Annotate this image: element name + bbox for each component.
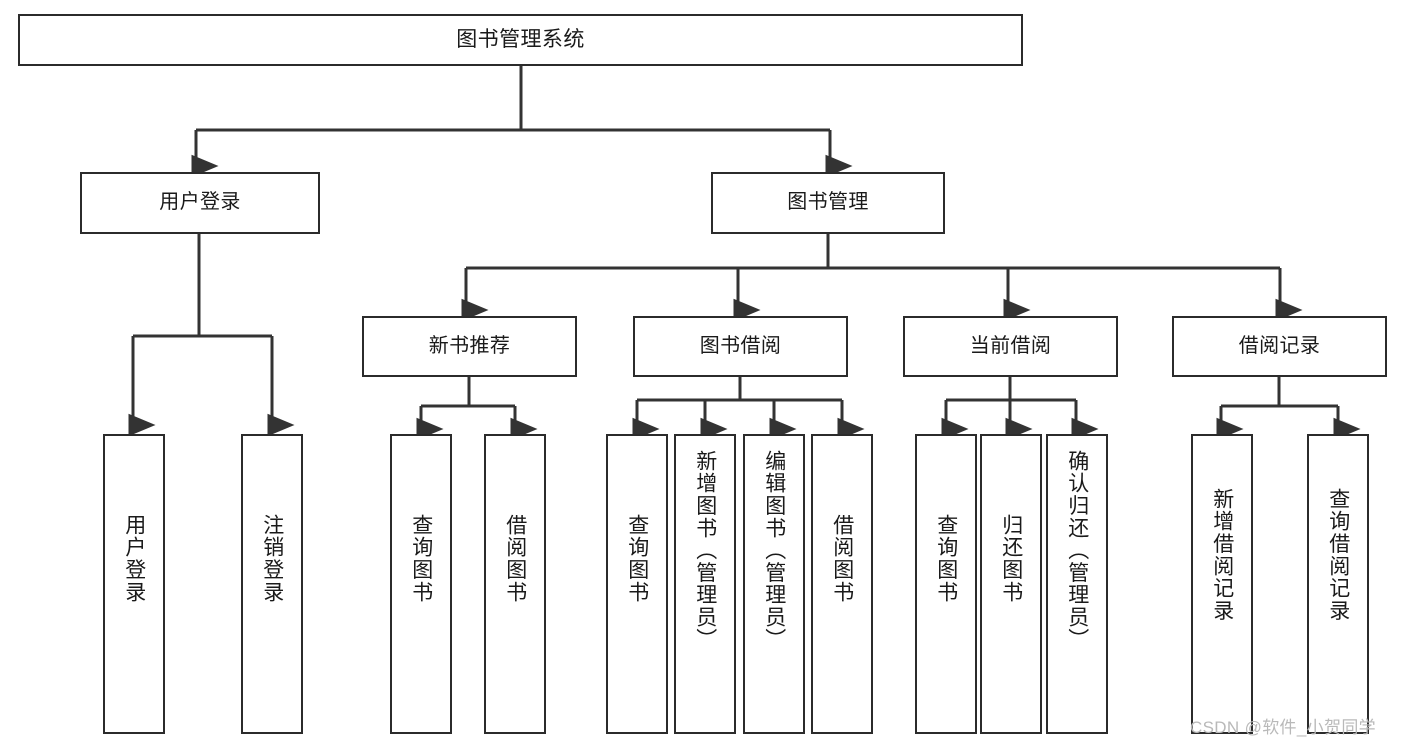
node-book-management[interactable]: 图书管理	[711, 172, 945, 234]
node-current-borrow[interactable]: 当前借阅	[903, 316, 1118, 377]
node-leaf-logout-login-label: 注销登录	[260, 514, 284, 604]
node-leaf-query-book-3[interactable]: 查询图书	[915, 434, 977, 734]
node-leaf-return-book[interactable]: 归还图书	[980, 434, 1042, 734]
node-leaf-borrow-book-2-label: 借阅图书	[830, 514, 854, 604]
node-leaf-borrow-book-2[interactable]: 借阅图书	[811, 434, 873, 734]
node-leaf-logout-login[interactable]: 注销登录	[241, 434, 303, 734]
node-leaf-add-record-label: 新增借阅记录	[1210, 488, 1234, 622]
node-leaf-confirm-return-label: 确认归还（管理员）	[1065, 450, 1089, 651]
node-leaf-query-record[interactable]: 查询借阅记录	[1307, 434, 1369, 734]
node-leaf-edit-book-label: 编辑图书（管理员）	[762, 450, 786, 651]
node-leaf-add-record[interactable]: 新增借阅记录	[1191, 434, 1253, 734]
node-leaf-edit-book[interactable]: 编辑图书（管理员）	[743, 434, 805, 734]
node-leaf-add-book-label: 新增图书（管理员）	[693, 450, 717, 651]
node-new-book-recommend[interactable]: 新书推荐	[362, 316, 577, 377]
node-leaf-confirm-return[interactable]: 确认归还（管理员）	[1046, 434, 1108, 734]
node-leaf-query-book-1-label: 查询图书	[409, 514, 433, 604]
node-leaf-user-login[interactable]: 用户登录	[103, 434, 165, 734]
node-borrow-record[interactable]: 借阅记录	[1172, 316, 1387, 377]
node-leaf-query-book-1[interactable]: 查询图书	[390, 434, 452, 734]
node-new-book-recommend-label: 新书推荐	[428, 334, 511, 357]
node-book-management-label: 图书管理	[787, 191, 869, 214]
node-book-borrow[interactable]: 图书借阅	[633, 316, 848, 377]
node-book-borrow-label: 图书借阅	[699, 334, 782, 357]
node-root[interactable]: 图书管理系统	[18, 14, 1023, 66]
node-user-login-label: 用户登录	[159, 191, 241, 214]
node-leaf-query-book-2-label: 查询图书	[625, 514, 649, 604]
node-current-borrow-label: 当前借阅	[969, 334, 1052, 357]
node-leaf-query-book-3-label: 查询图书	[934, 514, 958, 604]
node-leaf-add-book[interactable]: 新增图书（管理员）	[674, 434, 736, 734]
node-leaf-user-login-label: 用户登录	[122, 514, 146, 604]
node-leaf-return-book-label: 归还图书	[999, 514, 1023, 604]
node-user-login[interactable]: 用户登录	[80, 172, 320, 234]
node-root-label: 图书管理系统	[456, 27, 585, 51]
node-leaf-borrow-book-1-label: 借阅图书	[503, 514, 527, 604]
node-leaf-query-book-2[interactable]: 查询图书	[606, 434, 668, 734]
node-leaf-query-record-label: 查询借阅记录	[1326, 488, 1350, 622]
node-borrow-record-label: 借阅记录	[1238, 334, 1321, 357]
node-leaf-borrow-book-1[interactable]: 借阅图书	[484, 434, 546, 734]
csdn-watermark: CSDN @软件_小贺同学	[1190, 718, 1377, 737]
